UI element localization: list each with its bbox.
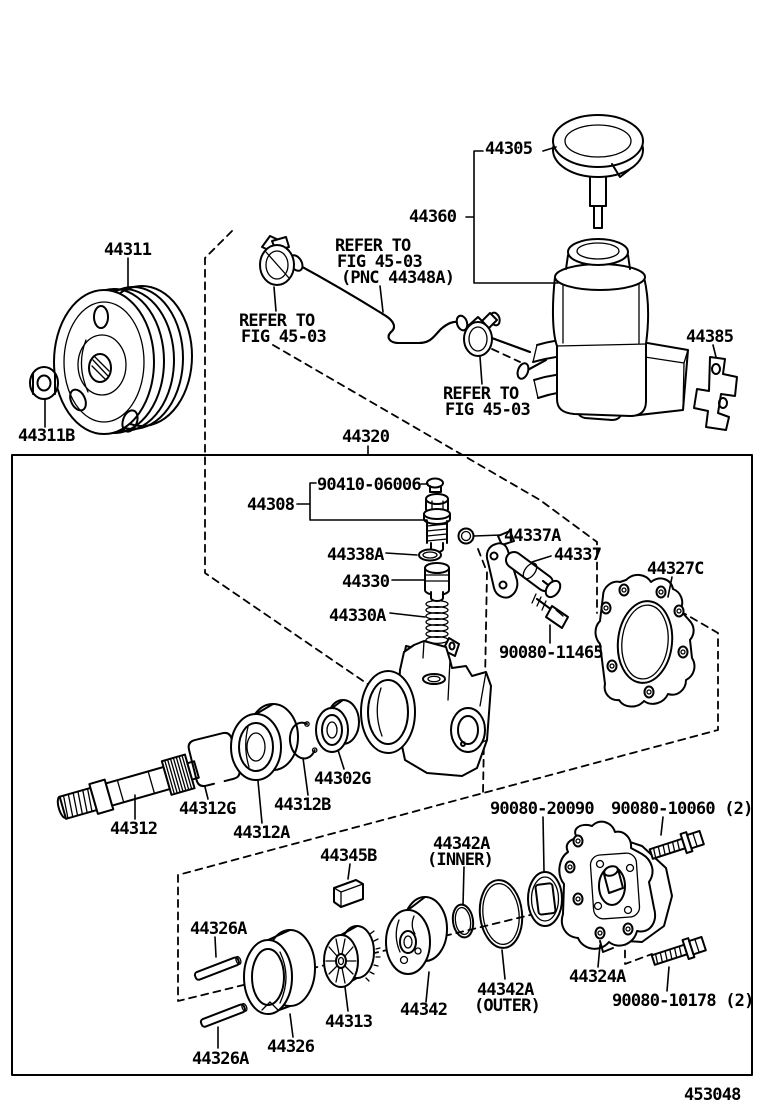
figure-number: 453048 <box>684 1085 741 1105</box>
part-label-44313: 44313 <box>325 1012 373 1032</box>
part-label-44327C: 44327C <box>647 559 704 579</box>
part-label-90080-11465: 90080-11465 <box>499 643 604 663</box>
part-label-44338A: 44338A <box>327 545 384 565</box>
part-label-90080-10178: 90080-10178 (2) <box>612 991 754 1011</box>
part-label-44320: 44320 <box>342 427 390 447</box>
part-label-44312A: 44312A <box>233 823 290 843</box>
pin-44326A-lower-drawing <box>199 1002 248 1028</box>
bearing-44312A-drawing <box>230 703 299 781</box>
note-refer-to-3-line2: FIG 45-03 <box>445 400 531 420</box>
o-ring-44337A-drawing <box>457 527 475 545</box>
part-label-44342: 44342 <box>400 1000 448 1020</box>
union-44337-drawing <box>485 530 562 599</box>
stud-90080-11465-drawing <box>531 593 569 629</box>
note-refer-to-2-line2: FIG 45-03 <box>241 327 327 347</box>
pulley-nut-drawing <box>29 366 59 400</box>
shaft-44312-drawing <box>56 753 200 820</box>
part-label-44360: 44360 <box>409 207 457 227</box>
snap-ring-44312B-drawing <box>288 721 318 760</box>
spacer-44345B-drawing <box>333 879 364 908</box>
note-refer-to-1-line3: (PNC 44348A) <box>341 268 455 288</box>
cam-ring-44326-drawing <box>243 929 316 1015</box>
part-label-44385: 44385 <box>686 327 734 347</box>
part-label-44311: 44311 <box>104 240 152 260</box>
bolt-90080-10060-drawing <box>648 829 705 860</box>
part-label-44337A: 44337A <box>504 526 561 546</box>
part-label-44345B: 44345B <box>320 846 377 866</box>
part-label-44342A-outer: 44342A <box>477 980 534 1000</box>
pump-body-drawing <box>360 637 492 777</box>
seal-90080-20090-drawing <box>527 871 563 927</box>
pin-44326A-upper-drawing <box>193 955 242 981</box>
leader-lines <box>44 146 717 1049</box>
reservoir-drawing <box>469 238 689 421</box>
rotor-44313-drawing <box>323 925 381 988</box>
part-label-44330: 44330 <box>342 572 390 592</box>
part-label-44342A-outer-note: (OUTER) <box>474 996 541 1016</box>
reservoir-bracket-clip-drawing <box>693 356 738 431</box>
part-label-44312G: 44312G <box>179 799 236 819</box>
part-label-44308: 44308 <box>247 495 295 515</box>
bolt-90080-10178-drawing <box>650 935 707 966</box>
bypass-plug-90410-drawing <box>426 477 444 493</box>
reservoir-cap-drawing <box>552 114 644 229</box>
part-label-44326: 44326 <box>267 1037 315 1057</box>
o-ring-inner-44342A-drawing <box>451 903 475 939</box>
part-label-44330A: 44330A <box>329 606 386 626</box>
pulley-drawing <box>53 285 193 435</box>
o-ring-44338A-drawing <box>418 548 442 562</box>
assembly-box-outline <box>11 454 753 1076</box>
part-label-44342A-inner: 44342A <box>433 834 490 854</box>
part-label-44312B: 44312B <box>274 795 331 815</box>
part-label-44337: 44337 <box>554 545 602 565</box>
note-refer-to-2-line1: REFER TO <box>239 311 315 331</box>
rear-housing-44324A-drawing <box>558 820 673 953</box>
hose-clamp-left-drawing <box>259 235 295 286</box>
flow-control-valve-44308-drawing <box>423 493 451 553</box>
part-label-44326A-upper: 44326A <box>190 919 247 939</box>
ring-44312G-drawing <box>187 731 241 788</box>
part-label-90080-20090: 90080-20090 <box>490 799 595 819</box>
gasket-44327C-drawing <box>594 574 696 708</box>
part-label-90080-10060: 90080-10060 (2) <box>611 799 753 819</box>
valve-44330-drawing <box>424 562 450 602</box>
part-label-90410-06006: 90410-06006 <box>317 475 422 495</box>
note-refer-to-1-line2: FIG 45-03 <box>337 252 423 272</box>
o-ring-outer-44342A-drawing <box>478 879 524 949</box>
hose-drawing <box>288 254 469 344</box>
side-plate-44342-drawing <box>385 896 448 975</box>
part-label-44302G: 44302G <box>314 769 371 789</box>
part-label-44342A-inner-note: (INNER) <box>427 850 494 870</box>
part-label-44324A: 44324A <box>569 967 626 987</box>
hose-clamp-right-drawing <box>463 312 498 357</box>
note-refer-to-3-line1: REFER TO <box>443 384 519 404</box>
part-label-44305: 44305 <box>485 139 533 159</box>
spring-44330A-drawing <box>425 599 449 645</box>
part-label-44326A-lower: 44326A <box>192 1049 249 1069</box>
oil-seal-44302G-drawing <box>315 699 360 753</box>
note-refer-to-1-line1: REFER TO <box>335 236 411 256</box>
part-label-44311B: 44311B <box>18 426 75 446</box>
part-label-44312: 44312 <box>110 819 158 839</box>
